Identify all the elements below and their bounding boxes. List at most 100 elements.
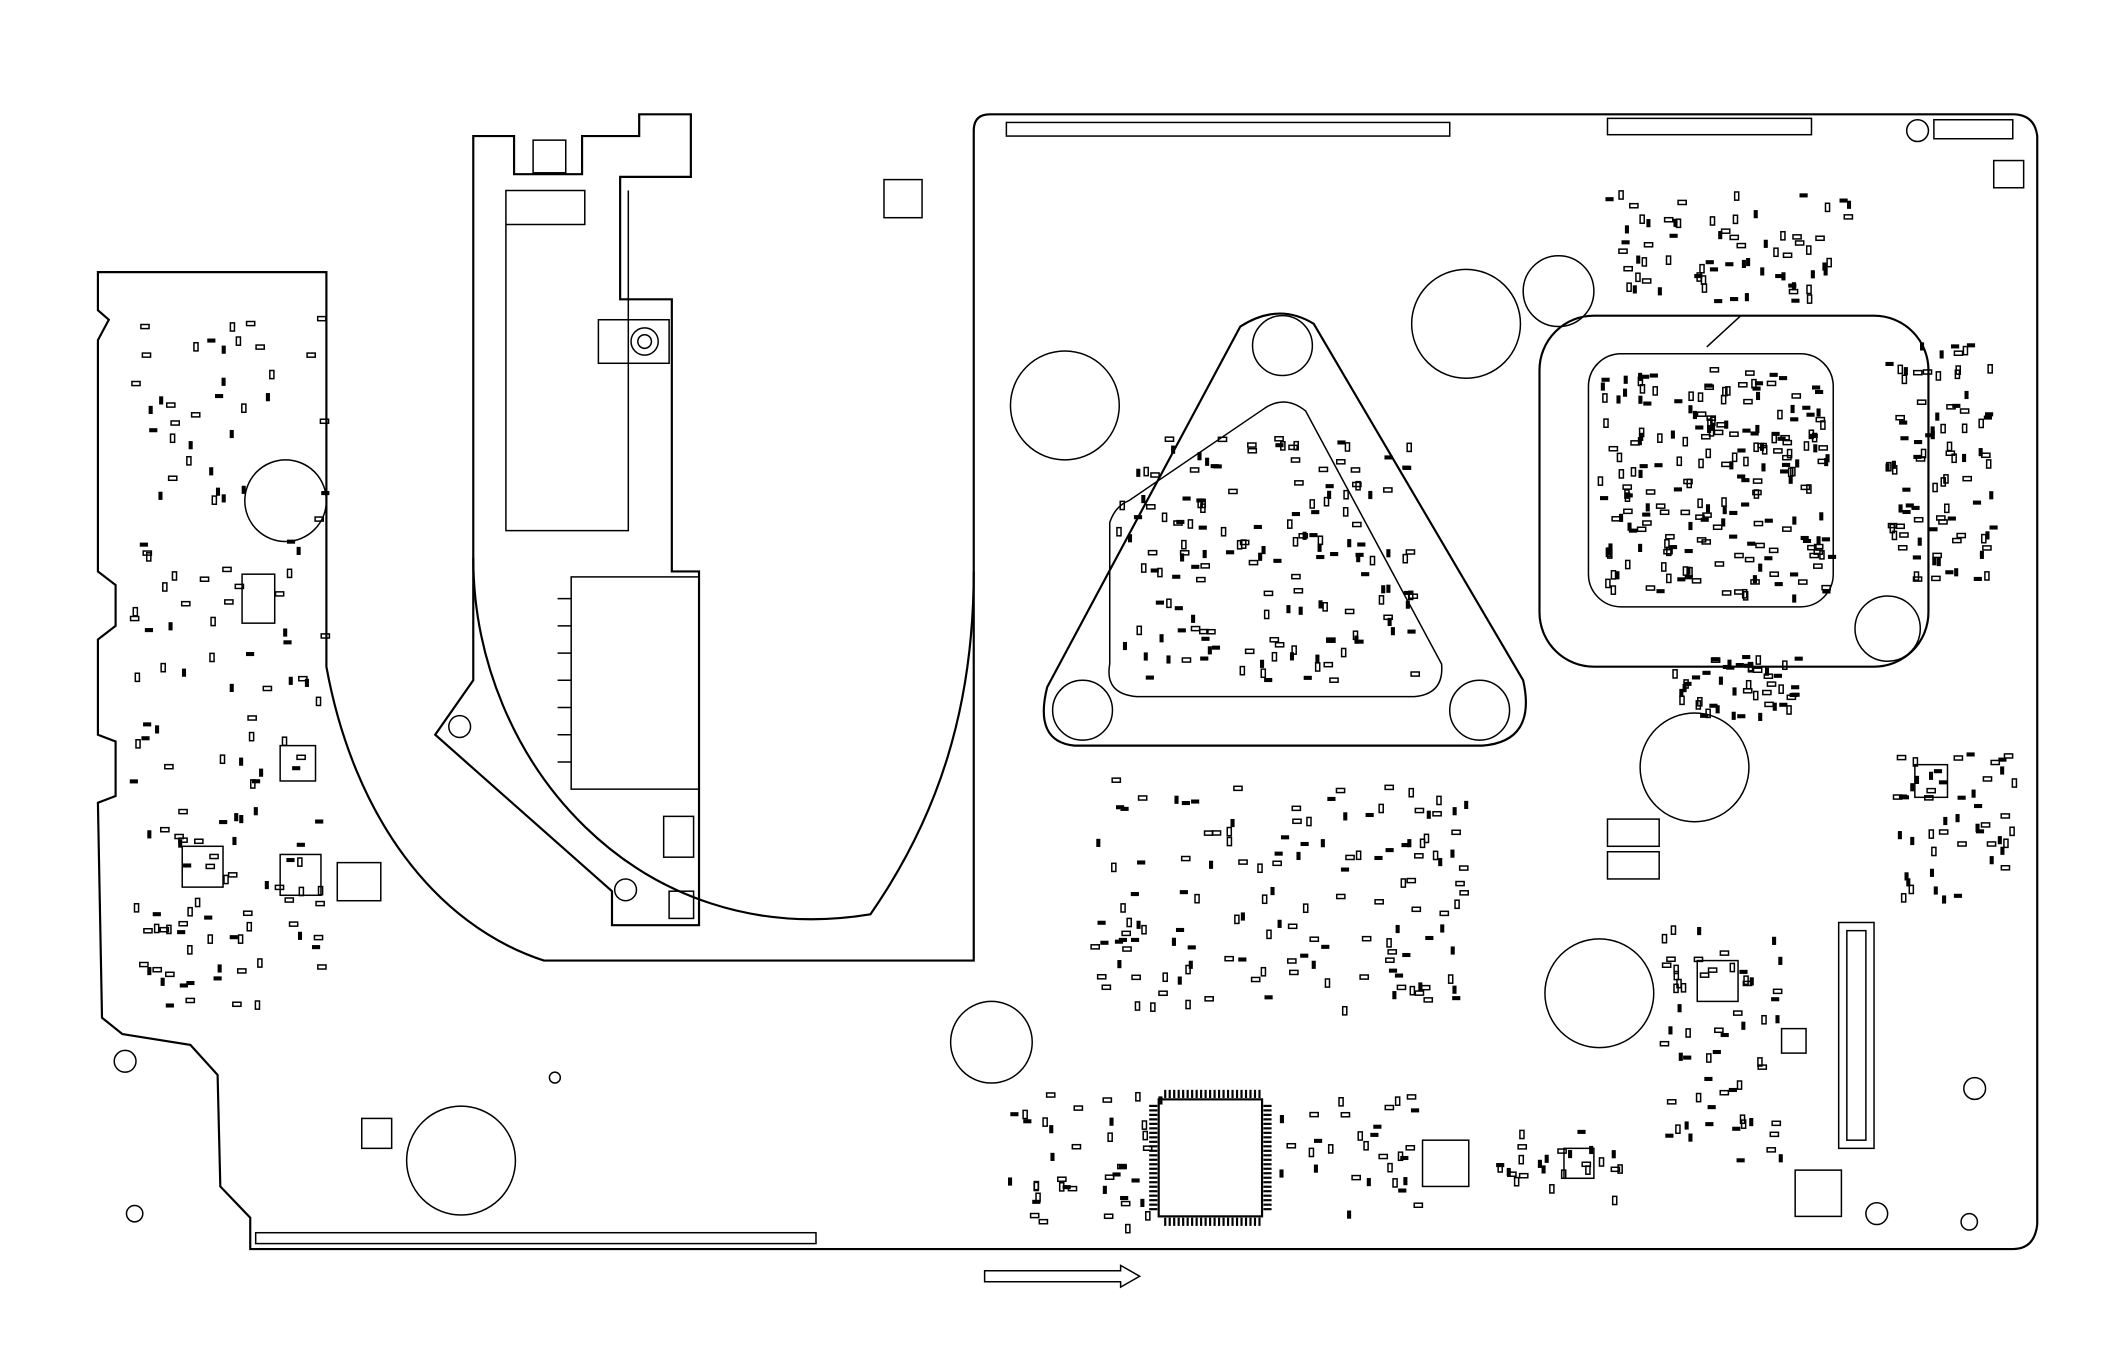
smd-part — [1608, 543, 1613, 552]
smd-part — [255, 344, 265, 350]
smd-part — [254, 1000, 261, 1010]
smd-part — [159, 396, 164, 405]
qfp-pin — [1149, 1109, 1158, 1112]
smd-part — [1790, 404, 1795, 414]
smd-part — [1792, 516, 1797, 525]
smd-part — [1292, 536, 1299, 547]
smd-part — [1344, 608, 1355, 615]
smd-part — [1226, 826, 1233, 837]
smd-part — [1743, 456, 1749, 467]
smd-part — [1289, 969, 1299, 976]
smd-part — [1045, 1092, 1056, 1098]
smd-part — [1292, 818, 1302, 825]
smd-part — [165, 402, 176, 408]
smd-part — [1458, 865, 1469, 871]
smd-part — [1932, 482, 1938, 493]
smd-part — [1619, 513, 1624, 522]
smd-part — [241, 485, 246, 494]
smd-part — [1702, 512, 1712, 518]
smd-part — [1659, 509, 1670, 516]
smd-part — [1768, 547, 1779, 554]
smd-part — [1629, 202, 1639, 209]
smd-part — [1622, 484, 1633, 490]
smd-part — [1758, 563, 1763, 572]
smd-part — [1935, 371, 1942, 381]
smd-part — [1127, 534, 1133, 543]
cpu-inner-triangle — [1108, 401, 1443, 698]
smd-part — [1749, 977, 1754, 986]
smd-part — [1378, 595, 1385, 605]
smd-part — [1103, 1213, 1114, 1220]
smd-part — [1709, 267, 1719, 272]
smd-part — [259, 768, 264, 777]
smd-part — [1111, 862, 1117, 873]
smd-part — [1898, 794, 1908, 799]
smd-part — [1773, 247, 1779, 258]
smd-part — [1815, 235, 1825, 242]
smd-part — [1352, 521, 1362, 528]
smd-part — [213, 976, 222, 981]
smd-part — [286, 568, 293, 579]
smd-part — [1217, 436, 1228, 443]
smd-part — [1253, 524, 1262, 530]
smd-part — [1374, 899, 1384, 905]
smd-part — [1338, 1096, 1344, 1107]
smd-part — [1696, 272, 1702, 282]
smd-part — [1179, 550, 1190, 556]
smd-part — [207, 338, 216, 343]
smd-part — [229, 935, 238, 940]
smd-part — [306, 352, 316, 358]
smd-part — [1813, 543, 1824, 550]
smd-part — [1645, 585, 1656, 591]
smd-part — [1191, 564, 1200, 569]
qfp-pin — [1263, 1176, 1272, 1179]
smd-part — [1145, 1211, 1151, 1221]
smd-part — [1439, 910, 1450, 917]
smd-part — [1209, 860, 1214, 869]
smd-part — [1118, 1164, 1128, 1169]
smd-part — [1754, 381, 1764, 386]
smd-part — [1670, 430, 1675, 439]
smd-part — [166, 924, 172, 935]
smd-part — [1134, 1001, 1141, 1011]
smd-part — [1240, 912, 1245, 921]
smd-part — [1734, 552, 1744, 559]
qfp-pin — [1177, 1089, 1180, 1099]
qfp-pin — [1222, 1217, 1225, 1226]
smd-part — [1922, 369, 1933, 375]
smd-part — [1260, 659, 1265, 668]
mount-hole — [1009, 350, 1121, 461]
smd-part — [1541, 1165, 1546, 1174]
smd-part — [1705, 1122, 1714, 1127]
smd-part — [165, 971, 175, 978]
smd-part — [1675, 1124, 1681, 1134]
smd-part — [1955, 365, 1962, 375]
smd-part — [1752, 690, 1759, 701]
smd-part — [1451, 829, 1461, 836]
smd-part — [1705, 448, 1712, 459]
smd-part — [1413, 1202, 1424, 1209]
smd-part — [1287, 923, 1298, 930]
smd-part — [222, 566, 232, 573]
smd-part — [1718, 231, 1723, 240]
smd-part — [1710, 416, 1716, 427]
smd-part — [139, 961, 149, 968]
smd-part — [1616, 452, 1623, 463]
smd-part — [1666, 546, 1672, 557]
top-connector-left — [1005, 121, 1451, 137]
smd-part — [1981, 452, 1991, 459]
smd-part — [1185, 964, 1191, 975]
smd-part — [1407, 590, 1414, 601]
smd-part — [1311, 510, 1320, 515]
fan-inner-slot — [505, 189, 630, 532]
smd-part — [169, 433, 176, 444]
qfp-pin — [1182, 1217, 1185, 1226]
smd-part — [1261, 546, 1266, 555]
smd-part — [1104, 1174, 1115, 1180]
smd-part — [1585, 1165, 1591, 1175]
smd-part — [234, 813, 239, 822]
smd-part — [1752, 667, 1763, 674]
smd-part — [1753, 489, 1760, 499]
smd-part — [1913, 369, 1923, 376]
smd-part — [229, 429, 234, 439]
